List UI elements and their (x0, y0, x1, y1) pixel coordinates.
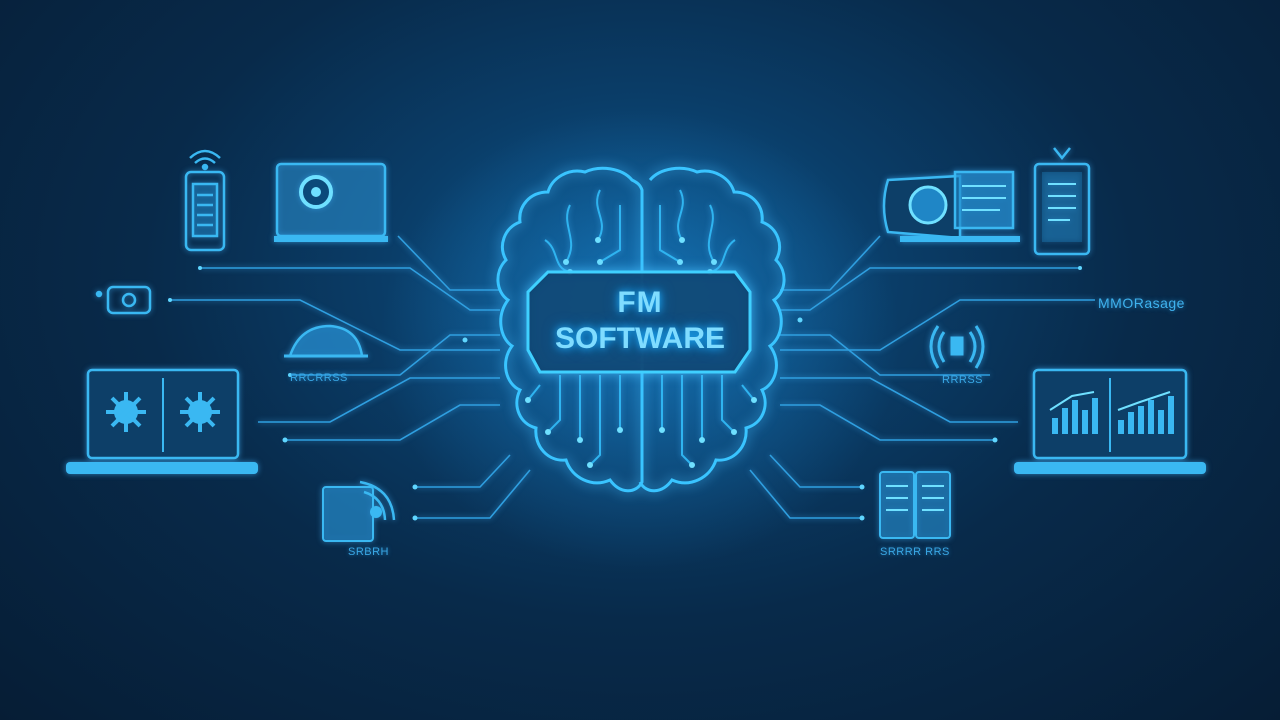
label-tablets: SRRRR RRS (880, 546, 950, 558)
connector-dots (168, 266, 1082, 521)
connector-lines (170, 235, 1095, 519)
title-line-1: FM (617, 286, 663, 319)
title-line-2: SOFTWARE (555, 322, 725, 355)
center-title: FM SOFTWARE (530, 285, 750, 357)
laptop-chart-icon (1014, 368, 1206, 474)
smartphone-icon (184, 170, 226, 252)
tablets-pair-icon (879, 471, 951, 539)
brain-icon (496, 166, 786, 493)
title-panel (526, 270, 752, 374)
laptop-gears-icon (66, 368, 258, 474)
helmet-icon (284, 324, 368, 358)
watch-icon (95, 285, 152, 315)
label-signal: RRRSS (942, 374, 984, 386)
brain-circuits (527, 189, 755, 466)
router-icon (322, 480, 396, 542)
tablet-icon (1033, 147, 1091, 256)
label-helmet: RRCRRSS (290, 372, 348, 384)
projector-icon (882, 170, 1020, 242)
wifi-icon (189, 149, 221, 171)
monitor-speaker-icon (274, 162, 388, 242)
broadcast-icon (929, 325, 985, 369)
label-right-top: MMORasage (1098, 295, 1185, 311)
label-router: SRBRH (348, 546, 390, 558)
